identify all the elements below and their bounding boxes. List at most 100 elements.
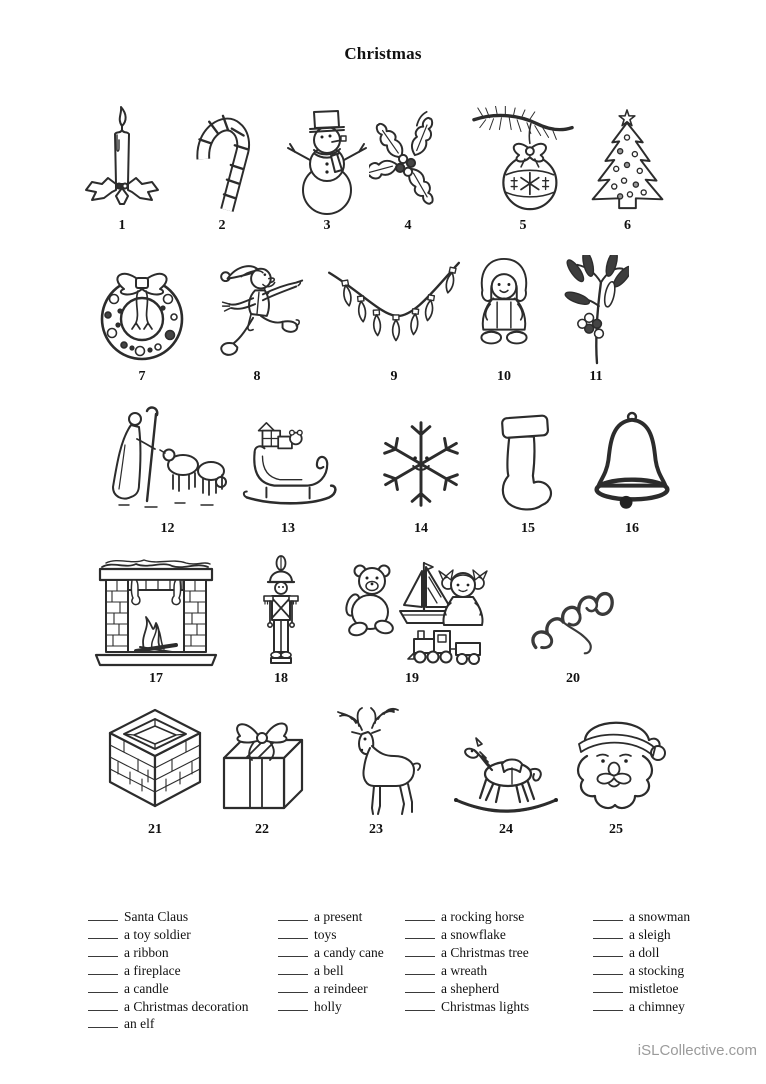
- word-item: a doll: [593, 944, 690, 962]
- reindeer-icon: [328, 699, 424, 820]
- picture-elf: 8: [203, 250, 311, 385]
- answer-blank[interactable]: [405, 998, 435, 1011]
- word-label: a shepherd: [441, 980, 500, 996]
- answer-blank[interactable]: [278, 998, 308, 1011]
- picture-christmas-decoration: 5: [469, 100, 577, 234]
- word-item: a candle: [88, 980, 248, 998]
- picture-number: 7: [138, 369, 146, 384]
- answer-blank[interactable]: [405, 944, 435, 957]
- word-list-column-1: Santa Claus a toy soldier a ribbon a fir…: [88, 908, 248, 1033]
- picture-number: 24: [499, 822, 513, 837]
- word-label: a Christmas decoration: [124, 998, 249, 1014]
- picture-stocking: 15: [496, 398, 560, 537]
- page-title: Christmas: [344, 44, 422, 63]
- present-icon: [206, 699, 318, 820]
- answer-blank[interactable]: [278, 944, 308, 957]
- word-label: a ribbon: [124, 944, 169, 960]
- word-label: a fireplace: [124, 962, 181, 978]
- answer-blank[interactable]: [88, 908, 118, 921]
- answer-blank[interactable]: [278, 962, 308, 975]
- picture-number: 16: [625, 521, 639, 536]
- picture-number: 14: [414, 521, 428, 536]
- snowman-icon: [282, 100, 372, 216]
- word-label: a sleigh: [629, 926, 671, 942]
- picture-doll: 10: [463, 250, 545, 385]
- chimney-icon: [102, 699, 208, 820]
- answer-blank[interactable]: [593, 908, 623, 921]
- picture-chimney: 21: [102, 699, 208, 838]
- word-item: a candy cane: [278, 944, 384, 962]
- christmas-decoration-icon: [469, 100, 577, 216]
- answer-blank[interactable]: [593, 962, 623, 975]
- answer-blank[interactable]: [88, 980, 118, 993]
- picture-candy-cane: 2: [191, 100, 253, 234]
- ribbon-icon: [527, 549, 619, 669]
- word-item: a Christmas decoration: [88, 998, 248, 1016]
- wreath-icon: [88, 250, 196, 367]
- doll-icon: [463, 250, 545, 367]
- stocking-icon: [496, 398, 560, 519]
- answer-blank[interactable]: [88, 1015, 118, 1029]
- answer-blank[interactable]: [405, 926, 435, 939]
- word-label: a bell: [314, 962, 344, 978]
- word-label: a candy cane: [314, 944, 384, 960]
- picture-number: 5: [519, 218, 527, 233]
- word-item: a rocking horse: [405, 908, 529, 926]
- word-item: a snowman: [593, 908, 690, 926]
- picture-fireplace: 17: [92, 549, 220, 687]
- picture-rocking-horse: 24: [450, 699, 562, 838]
- elf-icon: [203, 250, 311, 367]
- word-label: a reindeer: [314, 980, 368, 996]
- picture-number: 11: [589, 369, 603, 384]
- toy-soldier-icon: [257, 549, 305, 669]
- christmas-lights-icon: [324, 250, 464, 367]
- answer-blank[interactable]: [278, 908, 308, 921]
- answer-blank[interactable]: [405, 980, 435, 993]
- answer-blank[interactable]: [278, 980, 308, 993]
- word-item: a present: [278, 908, 384, 926]
- answer-blank[interactable]: [593, 926, 623, 939]
- picture-number: 12: [160, 521, 175, 536]
- santa-claus-icon: [565, 699, 667, 820]
- answer-blank[interactable]: [593, 980, 623, 993]
- picture-present: 22: [206, 699, 318, 838]
- picture-number: 8: [253, 369, 261, 384]
- answer-blank[interactable]: [405, 962, 435, 975]
- picture-christmas-tree: 6: [580, 100, 675, 234]
- picture-number: 2: [218, 218, 226, 233]
- answer-blank[interactable]: [405, 908, 435, 921]
- picture-number: 10: [497, 369, 511, 384]
- answer-blank[interactable]: [88, 998, 118, 1011]
- picture-bell: 16: [588, 398, 676, 537]
- picture-snowman: 3: [282, 100, 372, 234]
- picture-holly: 4: [369, 100, 447, 234]
- islcollective-watermark: iSLCollective.com: [637, 1042, 757, 1059]
- answer-blank[interactable]: [88, 926, 118, 939]
- christmas-tree-icon: [580, 100, 675, 216]
- picture-santa-claus: 25: [565, 699, 667, 838]
- picture-snowflake: 14: [373, 398, 469, 537]
- word-label: a rocking horse: [441, 909, 525, 924]
- picture-toy-soldier: 18: [257, 549, 305, 687]
- answer-blank[interactable]: [278, 926, 308, 939]
- word-item: a sleigh: [593, 926, 690, 944]
- picture-number: 3: [323, 218, 331, 233]
- picture-number: 23: [369, 822, 383, 837]
- word-item: a chimney: [593, 998, 690, 1016]
- word-item: a wreath: [405, 962, 529, 980]
- word-item: holly: [278, 998, 384, 1016]
- picture-number: 6: [624, 218, 631, 233]
- answer-blank[interactable]: [88, 962, 118, 975]
- picture-candle: 1: [72, 100, 172, 234]
- word-item: a shepherd: [405, 980, 529, 998]
- answer-blank[interactable]: [88, 944, 118, 957]
- shepherd-icon: [105, 398, 230, 519]
- picture-number: 1: [118, 218, 126, 233]
- picture-shepherd: 12: [105, 398, 230, 537]
- answer-blank[interactable]: [593, 998, 623, 1011]
- word-item: a snowflake: [405, 926, 529, 944]
- word-item: a bell: [278, 962, 384, 980]
- answer-blank[interactable]: [593, 944, 623, 957]
- word-label: Christmas lights: [441, 998, 530, 1014]
- picture-sleigh: 13: [232, 398, 344, 537]
